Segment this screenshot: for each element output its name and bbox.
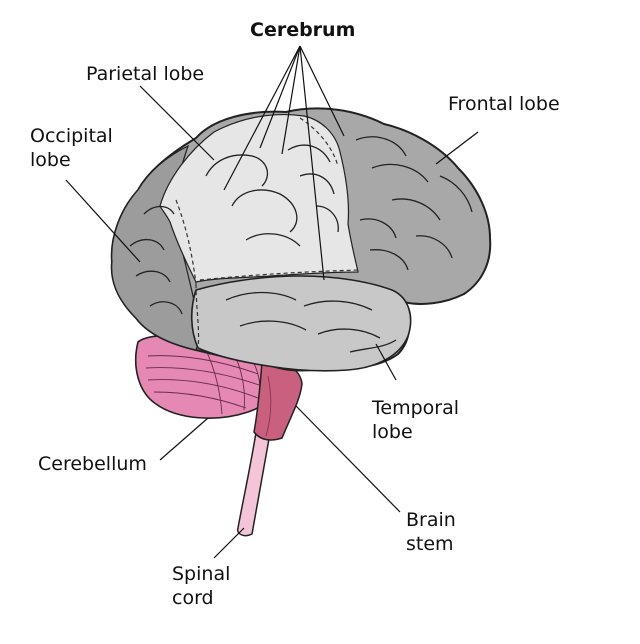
- occipital-region: [111, 144, 199, 351]
- parietal-region: [159, 113, 359, 283]
- temporal-lobe-label-line2: lobe: [372, 421, 413, 443]
- brain-folds: [129, 136, 473, 353]
- brain-stem-label-line1: Brain: [406, 509, 456, 531]
- brain-stem-shape: [253, 360, 303, 441]
- cerebrum-label: Cerebrum: [250, 19, 356, 41]
- temporal-region: [190, 275, 412, 372]
- spinal-cord-shape: [236, 419, 273, 537]
- occipital-lobe-label-line2: lobe: [30, 149, 71, 171]
- frontal-lobe-label: Frontal lobe: [448, 93, 560, 115]
- cerebellum-label: Cerebellum: [38, 453, 147, 475]
- temporal-lobe-label-line1: Temporal: [372, 397, 459, 419]
- parietal-lobe-label: Parietal lobe: [86, 63, 205, 85]
- occipital-lobe-label-line1: Occipital: [30, 125, 113, 147]
- spinal-cord-label-line1: Spinal: [172, 563, 231, 585]
- spinal-cord-label-line2: cord: [172, 587, 214, 609]
- lobe-boundaries: [175, 117, 361, 349]
- leader-lines: [65, 45, 479, 559]
- brain-stem-label-line2: stem: [406, 533, 454, 555]
